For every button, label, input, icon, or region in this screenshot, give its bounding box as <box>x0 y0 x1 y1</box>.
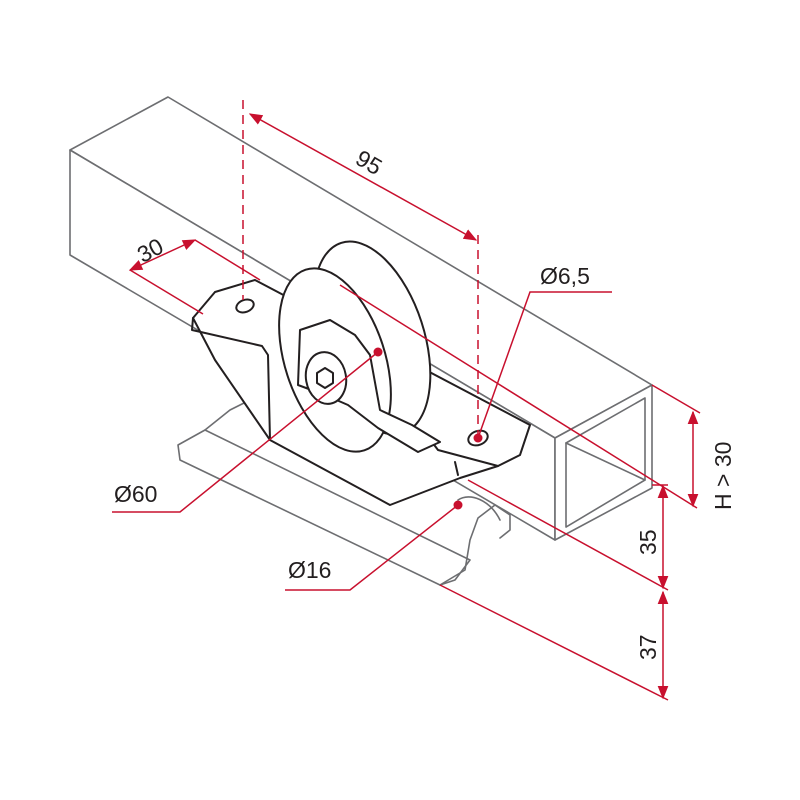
dimension-95: 95 <box>242 100 479 435</box>
hole-left <box>235 298 255 314</box>
dimension-35: 35 <box>467 479 669 591</box>
label-37: 37 <box>635 634 661 660</box>
label-rail-diameter: Ø16 <box>288 557 331 583</box>
label-wheel-diameter: Ø60 <box>114 481 157 507</box>
label-35: 35 <box>635 529 661 555</box>
label-hole-diameter: Ø6,5 <box>540 263 590 289</box>
wheel <box>278 240 441 453</box>
guide-rail <box>177 399 511 586</box>
leader-hole: Ø6,5 <box>473 263 612 443</box>
dimension-37: 37 <box>439 584 669 701</box>
label-95: 95 <box>351 145 386 180</box>
label-h: H > 30 <box>710 442 736 510</box>
leader-rail: Ø16 <box>285 500 463 591</box>
dimension-h: H > 30 <box>651 384 736 510</box>
extension-line-top <box>339 284 698 509</box>
leader-wheel: Ø60 <box>112 347 383 513</box>
